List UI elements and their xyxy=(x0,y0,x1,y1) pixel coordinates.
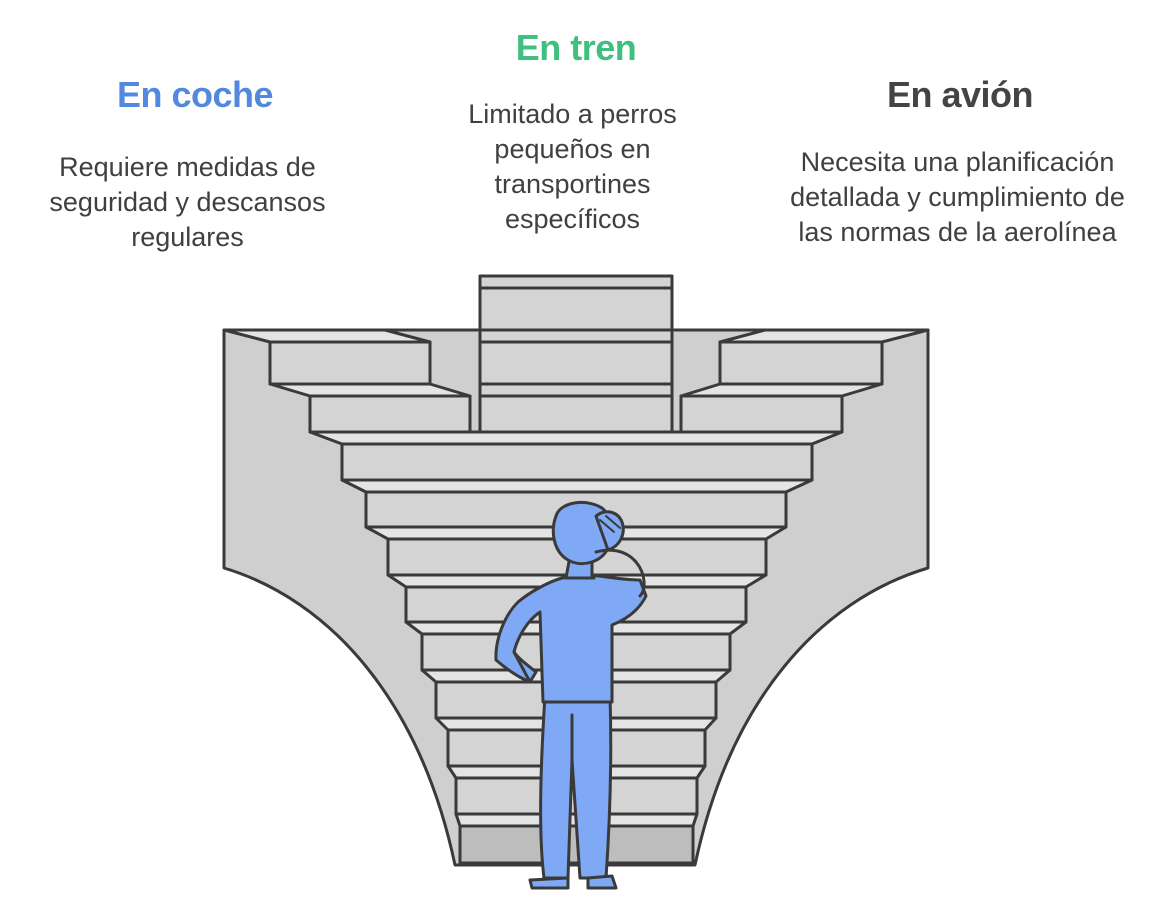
thinking-person-icon xyxy=(494,500,648,890)
option-description-car: Requiere medidas de seguridad y descanso… xyxy=(49,152,326,252)
option-title-plane: En avión xyxy=(886,74,1034,115)
option-title-car: En coche xyxy=(116,74,274,115)
center-column xyxy=(478,274,674,434)
option-description-plane: Necesita una planificación detallada y c… xyxy=(790,147,1125,247)
option-title-train: En tren xyxy=(515,27,637,68)
option-description-train: Limitado a perros pequeños en transporti… xyxy=(468,99,677,234)
